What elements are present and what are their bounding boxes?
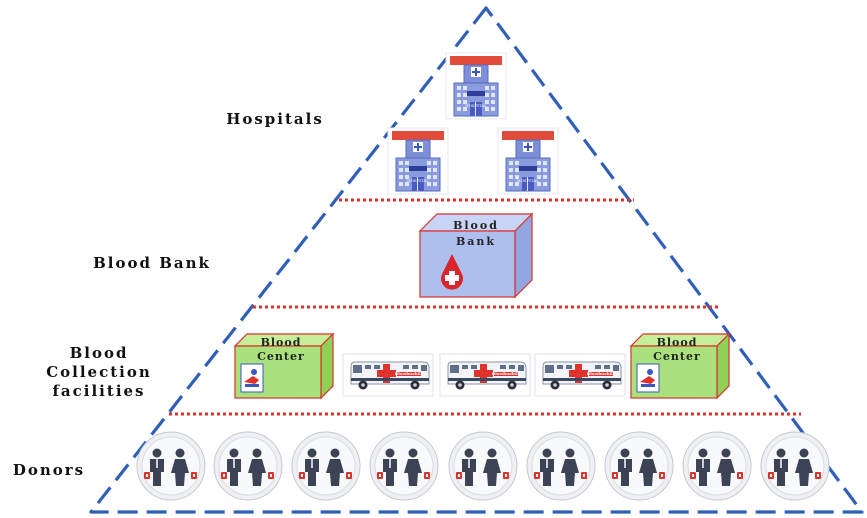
donor-group-icon xyxy=(526,431,596,501)
donors-tier xyxy=(136,431,830,501)
donor-group-icon xyxy=(682,431,752,501)
blood-bank-box: Blood Bank xyxy=(418,212,534,299)
tier-label-line: Collection xyxy=(46,363,152,381)
hospital-icon: HOSPITAL xyxy=(445,52,507,120)
tier-label-blood-collection: Blood Collection facilities xyxy=(40,344,158,401)
blood-center-box: Blood Center xyxy=(630,333,730,399)
blood-drop-icon xyxy=(441,254,464,290)
blood-center-text: Center xyxy=(653,350,701,363)
blood-center-text: Blood xyxy=(657,336,698,349)
blood-center-text: Blood xyxy=(261,336,302,349)
tier-label-donors: Donors xyxy=(12,461,86,479)
donor-group-icon xyxy=(604,431,674,501)
svg-text:Bloodmobile: Bloodmobile xyxy=(587,371,616,376)
blood-bank-box-text: Bank xyxy=(456,235,496,248)
svg-text:Bloodmobile: Bloodmobile xyxy=(395,371,424,376)
blood-bank-box-text: Blood xyxy=(453,219,499,232)
donor-group-icon xyxy=(291,431,361,501)
bloodmobile-icon: Bloodmobile xyxy=(439,353,531,397)
tier-label-blood-bank: Blood Bank xyxy=(93,254,211,272)
tier-label-hospitals: Hospitals xyxy=(226,110,324,128)
tier-label-line: facilities xyxy=(52,382,146,400)
donor-group-icon xyxy=(213,431,283,501)
donor-group-icon xyxy=(448,431,518,501)
svg-text:HOSPITAL: HOSPITAL xyxy=(517,178,539,183)
hospital-icon: HOSPITAL xyxy=(387,127,449,195)
donor-group-icon xyxy=(369,431,439,501)
tier-label-line: Blood xyxy=(69,344,129,362)
hospital-icon: HOSPITAL xyxy=(497,127,559,195)
blood-center-box: Blood Center xyxy=(234,333,334,399)
svg-text:HOSPITAL: HOSPITAL xyxy=(465,103,487,108)
donor-group-icon xyxy=(760,431,830,501)
blood-center-text: Center xyxy=(257,350,305,363)
hospitals-tier: HOSPITAL HOSPITAL HOSPITAL xyxy=(387,52,559,195)
svg-text:Bloodmobile: Bloodmobile xyxy=(492,371,521,376)
pyramid-outline xyxy=(89,6,864,514)
donor-group-icon xyxy=(136,431,206,501)
svg-text:HOSPITAL: HOSPITAL xyxy=(407,178,429,183)
bloodmobile-icon: Bloodmobile xyxy=(342,353,434,397)
bloodmobile-icon: Bloodmobile xyxy=(534,353,626,397)
